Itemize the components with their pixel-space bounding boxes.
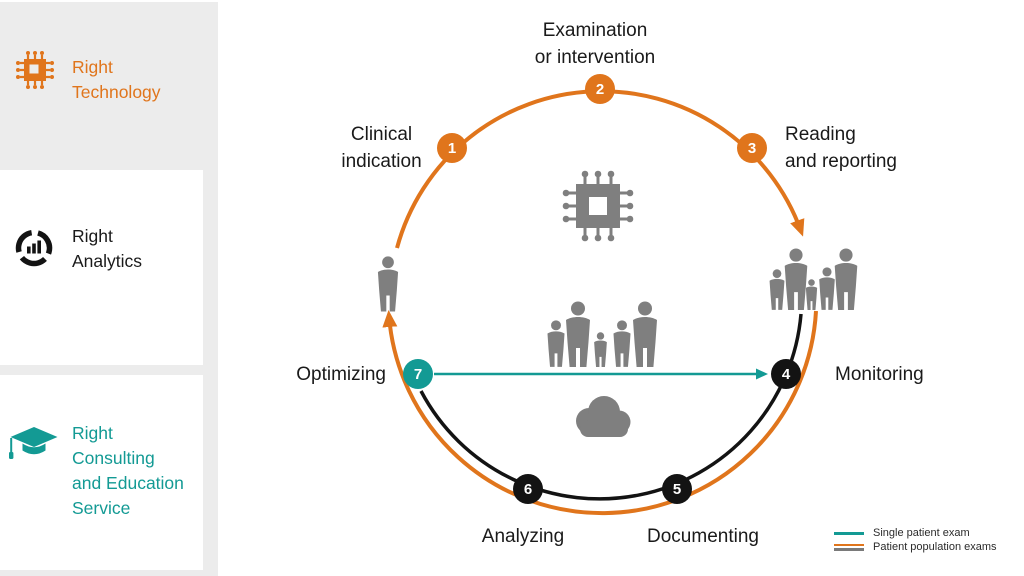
label-monitoring: Monitoring <box>835 361 985 388</box>
teal-line-swatch <box>834 531 864 535</box>
card-title-right-technology: Right Technology <box>72 55 161 105</box>
legend-item-population: Patient population exams <box>834 540 997 554</box>
label-clinical-indication: Clinical indication <box>300 121 463 175</box>
population-arc-bottom <box>382 310 818 516</box>
step-badge-3: 3 <box>737 133 767 163</box>
label-analyzing: Analyzing <box>443 523 603 550</box>
card-title-line: Right <box>72 57 113 77</box>
card-right-consulting[interactable]: Right Consulting and Education Service <box>0 375 203 570</box>
step-badge-7: 7 <box>403 359 433 389</box>
cloud-icon <box>576 396 631 437</box>
label-line: Clinical <box>350 124 413 145</box>
data-arc-bottom <box>419 313 803 501</box>
step-badge-6: 6 <box>513 474 543 504</box>
card-title-line: Service <box>72 498 131 518</box>
sidebar: Right Technology Right Analytics <box>0 2 218 576</box>
card-right-technology[interactable]: Right Technology <box>0 6 203 166</box>
card-title-right-consulting: Right Consulting and Education Service <box>72 421 184 521</box>
label-reading-and-reporting: Reading and reporting <box>785 121 960 175</box>
patient-group-icon <box>769 248 858 311</box>
label-line: and reporting <box>785 151 897 172</box>
card-title-line: Technology <box>72 82 161 102</box>
step-badge-2: 2 <box>585 74 615 104</box>
label-examination-or-intervention: Examination or intervention <box>430 17 760 71</box>
legend-item-single-patient: Single patient exam <box>834 526 997 540</box>
label-optimizing: Optimizing <box>228 361 386 388</box>
legend-label: Patient population exams <box>873 541 997 553</box>
label-line: indication <box>341 151 422 172</box>
chip-icon <box>16 51 54 89</box>
legend-label: Single patient exam <box>873 527 970 539</box>
step-badge-5: 5 <box>662 474 692 504</box>
card-title-line: Consulting <box>72 448 155 468</box>
processor-chip-icon <box>562 170 634 242</box>
label-line: Optimizing <box>296 364 386 385</box>
single-patient-icon <box>377 256 399 312</box>
analytics-donut-icon <box>15 229 53 267</box>
label-line: Examination <box>542 20 648 41</box>
card-right-analytics[interactable]: Right Analytics <box>0 170 203 365</box>
orange-gray-double-line-swatch <box>834 543 864 551</box>
legend: Single patient exam Patient population e… <box>834 526 997 554</box>
population-group-icon <box>547 301 657 367</box>
step-badge-1: 1 <box>437 133 467 163</box>
label-line: or intervention <box>534 47 656 68</box>
label-line: Monitoring <box>835 364 924 385</box>
card-title-line: and Education <box>72 473 184 493</box>
label-line: Analyzing <box>481 526 565 547</box>
step-badge-4: 4 <box>771 359 801 389</box>
graduation-cap-icon <box>9 427 58 459</box>
label-line: Documenting <box>647 526 759 547</box>
card-title-right-analytics: Right Analytics <box>72 224 142 274</box>
label-documenting: Documenting <box>614 523 792 550</box>
card-title-line: Analytics <box>72 251 143 271</box>
card-title-line: Right <box>72 423 113 443</box>
card-title-line: Right <box>72 226 113 246</box>
label-line: Reading <box>785 124 856 145</box>
